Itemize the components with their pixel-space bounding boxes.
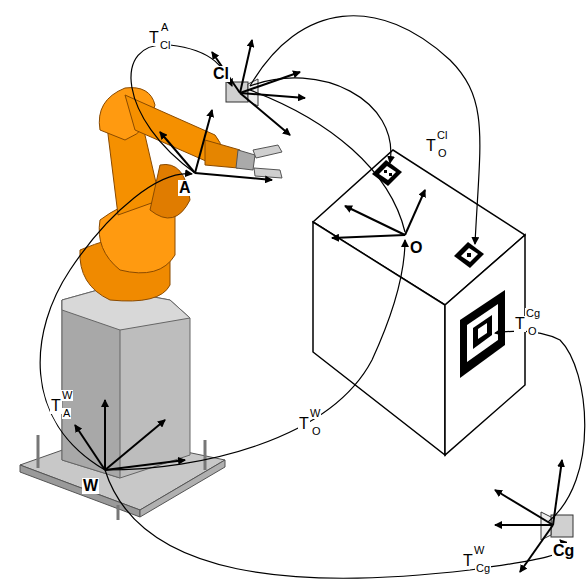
- transform-subscript: O: [311, 426, 322, 437]
- frame-name: W: [82, 478, 99, 494]
- frame-name: O: [409, 240, 423, 256]
- transform-subscript: A: [62, 408, 71, 419]
- frame-axes: [75, 40, 562, 572]
- transform-superscript: Cg: [525, 308, 541, 319]
- object-box: [313, 150, 525, 455]
- transform-superscript: A: [160, 22, 169, 33]
- transform-subscript: O: [527, 326, 538, 337]
- frame-name: Cl: [212, 66, 230, 82]
- frame-name: Cg: [552, 543, 575, 559]
- transform-subscript: Cg: [475, 563, 491, 574]
- transform-symbol: T: [148, 30, 160, 46]
- transform-symbol: T: [50, 398, 62, 414]
- transform-subscript: O: [437, 148, 448, 159]
- transform-symbol: T: [298, 416, 310, 432]
- frame-name: A: [178, 180, 192, 196]
- transform-curve: [40, 16, 585, 579]
- robot-arm: [80, 88, 282, 301]
- transform-superscript: W: [61, 390, 73, 401]
- transform-symbol: T: [462, 553, 474, 569]
- transform-subscript: Cl: [159, 40, 171, 51]
- transform-superscript: W: [309, 408, 321, 419]
- robot-pedestal: [62, 288, 190, 478]
- transform-symbol: T: [514, 316, 526, 332]
- fiducial-marker: [372, 160, 505, 378]
- transform-superscript: W: [473, 545, 485, 556]
- transform-superscript: Cl: [436, 130, 448, 141]
- transform-symbol: T: [425, 138, 437, 154]
